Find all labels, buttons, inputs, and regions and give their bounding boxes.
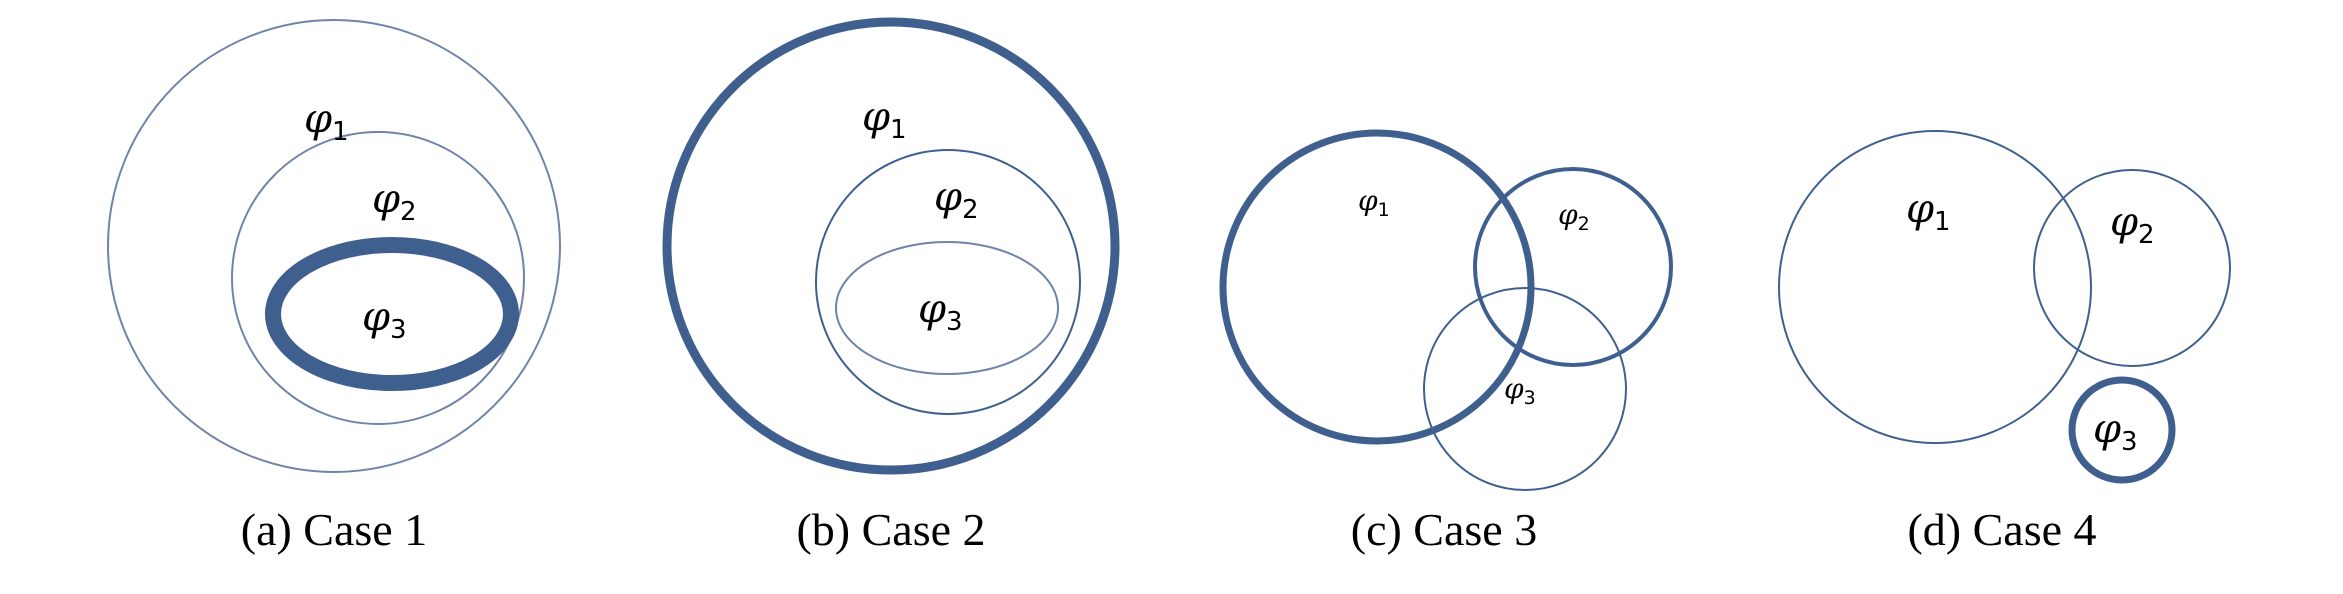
panel-case-3: φ1 φ2 φ3 (c) Case 3	[1219, 129, 1673, 555]
phi-symbol: φ	[372, 176, 400, 222]
label-phi2: φ2	[934, 174, 979, 225]
subscript-2: 2	[400, 197, 417, 227]
label-phi1: φ1	[1358, 184, 1390, 221]
phi-symbol: φ	[362, 294, 390, 340]
set-phi1-circle	[107, 19, 561, 473]
caption-case-2: (b) Case 2	[796, 504, 985, 555]
set-phi2-circle	[815, 149, 1081, 415]
subscript-2: 2	[2138, 220, 2155, 250]
phi-symbol: φ	[1906, 186, 1934, 232]
subscript-3: 3	[946, 307, 963, 337]
subscript-3: 3	[1524, 387, 1536, 409]
caption-case-3: (c) Case 3	[1351, 504, 1537, 555]
panel-case-2: φ1 φ2 φ3 (b) Case 2	[662, 17, 1120, 555]
label-phi1: φ1	[862, 94, 907, 145]
set-phi1-circle	[662, 17, 1120, 475]
label-phi3: φ3	[2093, 406, 2138, 457]
label-phi1: φ1	[304, 96, 349, 147]
phi-symbol: φ	[1558, 198, 1578, 231]
set-phi3-circle	[1423, 287, 1627, 491]
phi-symbol: φ	[1358, 184, 1378, 217]
set-phi2-circle	[2033, 169, 2231, 367]
set-phi3-circle	[2068, 376, 2176, 484]
set-phi3-ellipse	[835, 241, 1059, 375]
label-phi2: φ2	[1558, 198, 1590, 235]
set-phi1-circle	[1219, 129, 1535, 445]
set-phi2-circle	[231, 131, 525, 425]
caption-case-1: (a) Case 1	[241, 504, 427, 555]
panel-case-1: φ1 φ2 φ3 (a) Case 1	[107, 19, 561, 555]
label-phi1: φ1	[1906, 186, 1951, 237]
subscript-1: 1	[332, 117, 349, 147]
set-phi1-circle	[1778, 130, 2092, 444]
subscript-3: 3	[2121, 427, 2138, 457]
subscript-2: 2	[962, 195, 979, 225]
phi-symbol: φ	[934, 174, 962, 220]
phi-symbol: φ	[2110, 199, 2138, 245]
subscript-1: 1	[1934, 207, 1951, 237]
phi-symbol: φ	[304, 96, 332, 142]
label-phi3: φ3	[1504, 372, 1536, 409]
phi-symbol: φ	[1504, 372, 1524, 405]
phi-symbol: φ	[2093, 406, 2121, 452]
caption-case-4: (d) Case 4	[1907, 504, 2096, 555]
subscript-1: 1	[1378, 199, 1390, 221]
subscript-1: 1	[890, 115, 907, 145]
label-phi2: φ2	[372, 176, 417, 227]
subscript-3: 3	[390, 315, 407, 345]
subscript-2: 2	[1578, 213, 1590, 235]
phi-symbol: φ	[862, 94, 890, 140]
label-phi3: φ3	[362, 294, 407, 345]
set-phi3-ellipse	[265, 237, 519, 391]
set-phi2-circle	[1473, 167, 1673, 367]
panel-case-4: φ1 φ2 φ3 (d) Case 4	[1778, 130, 2231, 555]
label-phi2: φ2	[2110, 199, 2155, 250]
label-phi3: φ3	[918, 286, 963, 337]
phi-symbol: φ	[918, 286, 946, 332]
